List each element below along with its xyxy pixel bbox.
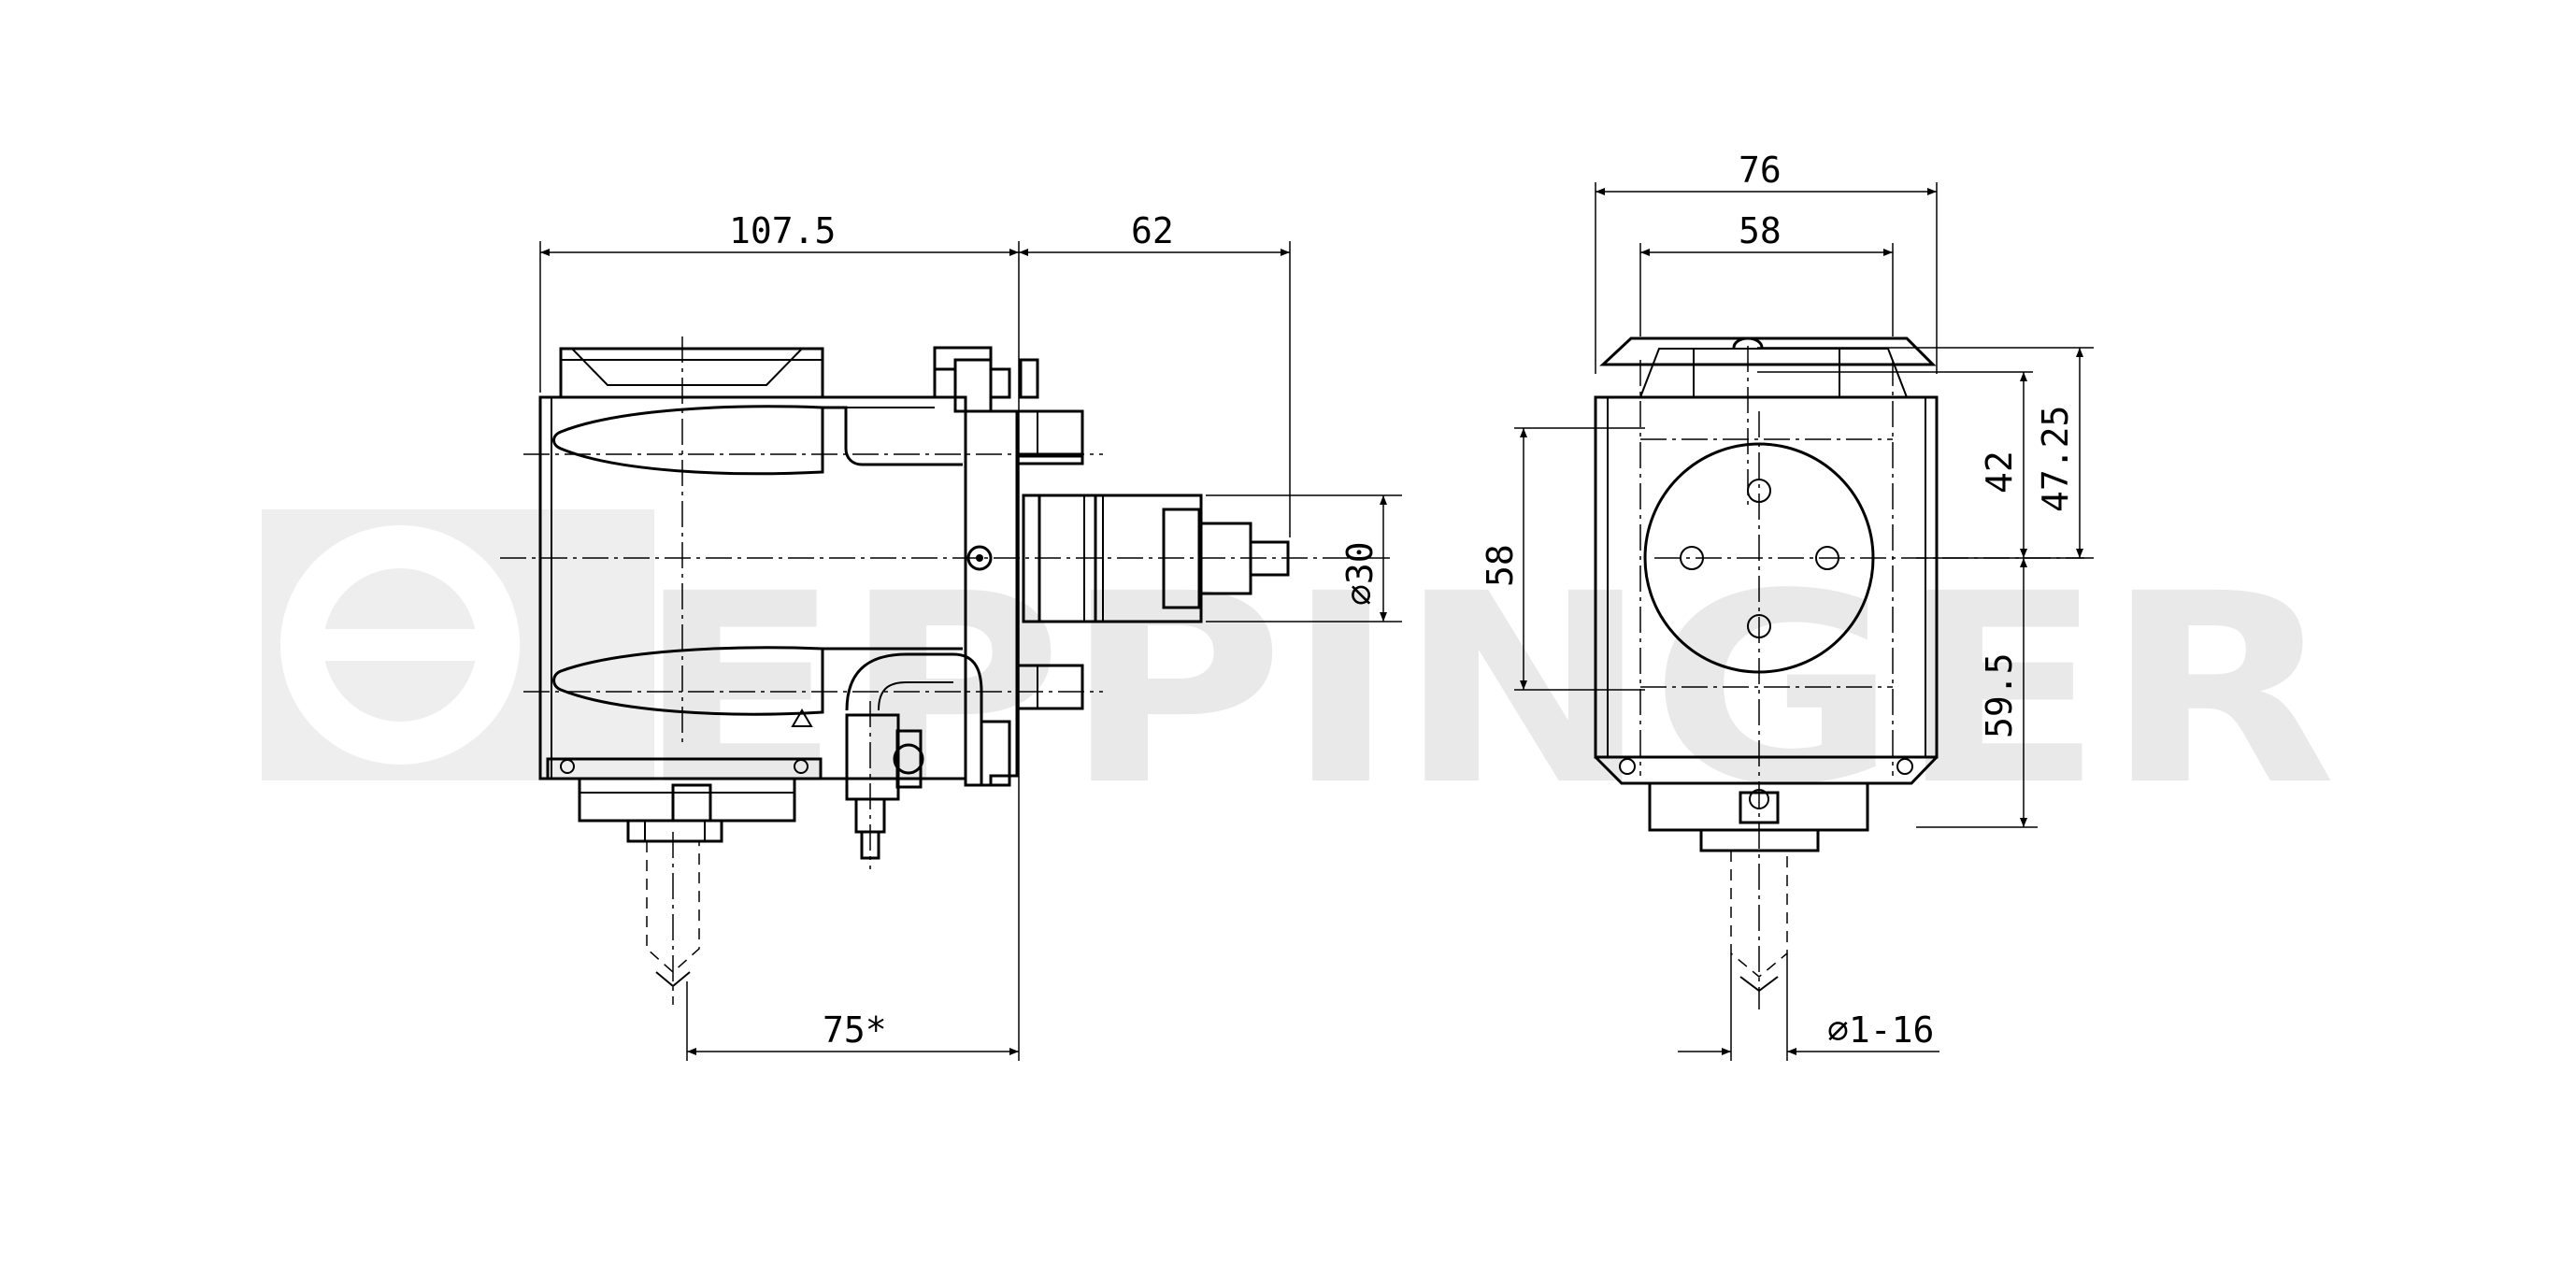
watermark-text: EPPINGER [636, 538, 2337, 843]
dim-front-upper-42: 42 [1979, 451, 2020, 494]
side-view [500, 336, 1393, 1005]
dim-side-width: 107.5 [729, 210, 836, 251]
dim-front-upper-4725: 47.25 [2035, 406, 2076, 512]
dim-side-diameter: ⌀30 [1339, 541, 1381, 606]
side-view-dimensions: 107.5 62 ⌀30 75* [539, 210, 1402, 1061]
dim-side-extension: 62 [1131, 210, 1174, 251]
watermark-logo-ring [280, 525, 520, 765]
dim-front-inner-width: 58 [1739, 210, 1782, 251]
front-view-dimensions: 76 58 58 42 47.25 59.5 ⌀1-16 [1480, 150, 2094, 1061]
dim-front-lower: 59.5 [1979, 652, 2020, 738]
dim-front-collet: ⌀1-16 [1827, 1009, 1934, 1051]
front-view [1594, 336, 2084, 1009]
dim-front-height: 58 [1480, 544, 1521, 587]
dim-front-outer-width: 76 [1739, 150, 1782, 191]
dim-side-bottom: 75* [823, 1009, 887, 1051]
watermark: EPPINGER [262, 509, 2337, 843]
